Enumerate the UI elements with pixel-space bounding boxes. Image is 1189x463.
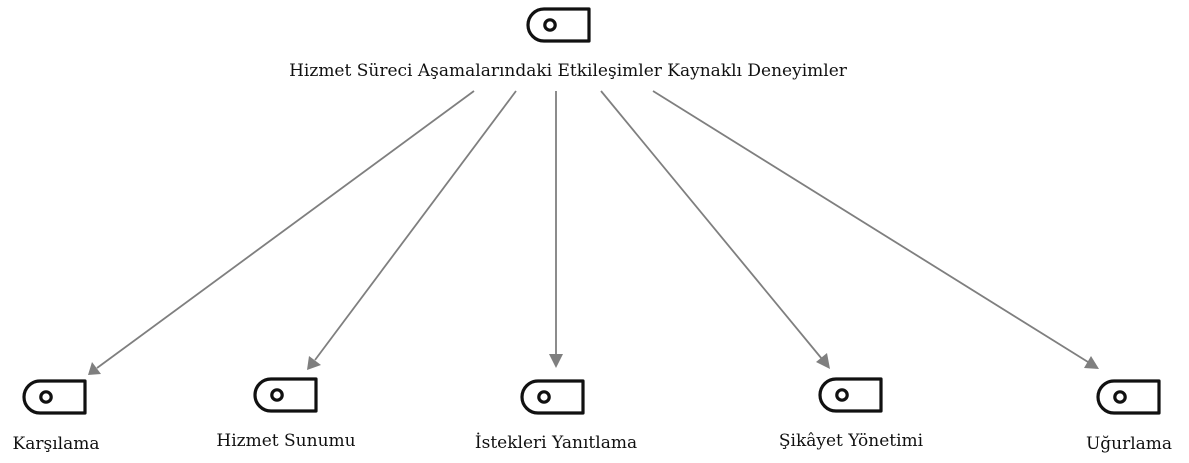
tag-icon	[253, 377, 318, 413]
child-node-karsilama: Karşılama	[13, 379, 100, 454]
child-label-istekleri-yanitlama: İstekleri Yanıtlama	[475, 432, 637, 453]
child-label-ugurlama: Uğurlama	[1086, 434, 1172, 454]
edge-root-ugurlama	[652, 90, 1099, 369]
edges	[88, 90, 1099, 375]
tag-icon	[1096, 379, 1161, 415]
child-node-ugurlama: Uğurlama	[1086, 379, 1172, 454]
tag-icon	[520, 379, 585, 415]
root-node: Hizmet Süreci Aşamalarındaki Etkileşimle…	[289, 7, 848, 81]
edge-root-istekleri-yanitlama	[549, 91, 563, 368]
root-label: Hizmet Süreci Aşamalarındaki Etkileşimle…	[289, 61, 848, 81]
edge-root-sikayet-yonetimi	[600, 90, 830, 369]
tag-icon	[526, 7, 591, 43]
child-node-sikayet-yonetimi: Şikâyet Yönetimi	[779, 377, 924, 451]
edge-root-karsilama	[88, 90, 475, 375]
tag-icon	[818, 377, 883, 413]
child-label-sikayet-yonetimi: Şikâyet Yönetimi	[779, 431, 924, 451]
edge-root-hizmet-sunumu	[307, 90, 517, 370]
child-node-hizmet-sunumu: Hizmet Sunumu	[216, 377, 356, 451]
child-node-istekleri-yanitlama: İstekleri Yanıtlama	[475, 379, 637, 453]
child-label-hizmet-sunumu: Hizmet Sunumu	[216, 431, 355, 451]
child-label-karsilama: Karşılama	[13, 434, 100, 454]
tag-icon	[22, 379, 87, 415]
